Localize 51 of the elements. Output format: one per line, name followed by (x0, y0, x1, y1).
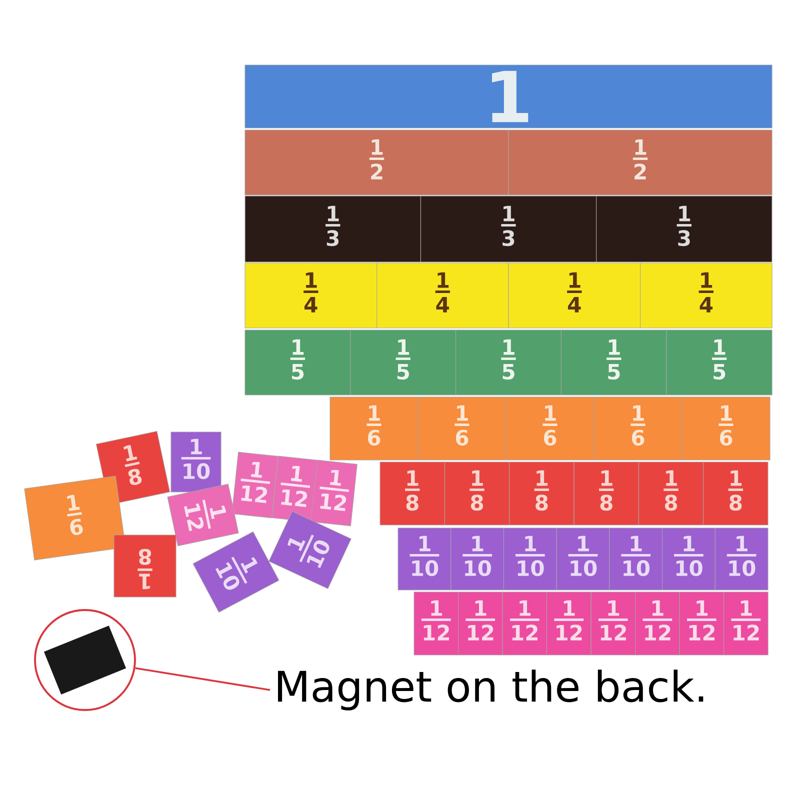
fraction-tile: 1 5 (666, 330, 772, 396)
fraction-tile: 1 6 (418, 396, 506, 460)
magnet-drawing (34, 609, 136, 711)
fraction-tile: 1 10 (714, 528, 768, 590)
fraction-tile: 1 5 (350, 330, 456, 396)
fraction-tile: 1 10 (192, 531, 280, 613)
fraction-tile: 1 12 (724, 592, 768, 656)
fraction-tile: 1 6 (24, 476, 126, 560)
fraction-tile: 1 3 (596, 196, 772, 262)
fraction-tile: 1 10 (609, 528, 663, 590)
fraction-tile: 1 10 (662, 528, 716, 590)
whole-bar: 1 (244, 64, 772, 128)
callout-text: Magnet on the back. (278, 670, 704, 710)
fraction-tile: 1 6 (506, 396, 594, 460)
fraction-tile: 1 12 (167, 484, 239, 546)
fraction-tile: 1 8 (380, 462, 445, 526)
fraction-tile: 1 10 (503, 528, 557, 590)
fraction-tile: 1 8 (638, 462, 704, 526)
fraction-tile: 1 12 (458, 592, 503, 656)
fraction-tile: 1 10 (450, 528, 504, 590)
fraction-tile: 1 4 (244, 262, 378, 328)
leader-line (135, 667, 270, 691)
fraction-tile: 1 8 (444, 462, 510, 526)
fraction-tile: 1 5 (560, 330, 667, 396)
fraction-tile: 1 12 (310, 460, 358, 526)
fraction-tile: 1 6 (682, 396, 770, 460)
fraction-tile: 1 3 (420, 196, 597, 262)
fraction-tile: 1 12 (635, 592, 680, 656)
fraction-tile: 1 12 (590, 592, 636, 656)
fraction-tile: 1 12 (414, 592, 459, 656)
fraction-tile: 1 4 (640, 262, 772, 328)
fraction-tile: 1 8 (574, 462, 639, 526)
fraction-tile: 1 6 (330, 396, 418, 460)
fraction-tile: 1 4 (508, 262, 641, 328)
fraction-tile: 1 8 (509, 462, 574, 526)
fraction-tile: 1 10 (398, 528, 452, 590)
fraction-tile: 1 12 (679, 592, 724, 656)
fraction-tile: 1 2 (508, 130, 772, 196)
fraction-tile: 1 10 (170, 432, 222, 492)
fraction-tile: 1 6 (594, 396, 682, 460)
fraction-tile: 1 10 (556, 528, 610, 590)
fraction-tile: 1 5 (456, 330, 562, 396)
fraction-tile: 1 3 (244, 196, 421, 262)
fraction-tile: 1 8 (114, 534, 176, 598)
fraction-tile: 1 5 (244, 330, 351, 396)
fraction-tile: 1 2 (244, 130, 509, 196)
fraction-tile: 1 10 (268, 511, 352, 590)
fraction-tile: 1 12 (502, 592, 547, 656)
fraction-tile: 1 12 (546, 592, 592, 656)
fraction-tile: 1 8 (703, 462, 768, 526)
fraction-tile: 1 4 (376, 262, 509, 328)
